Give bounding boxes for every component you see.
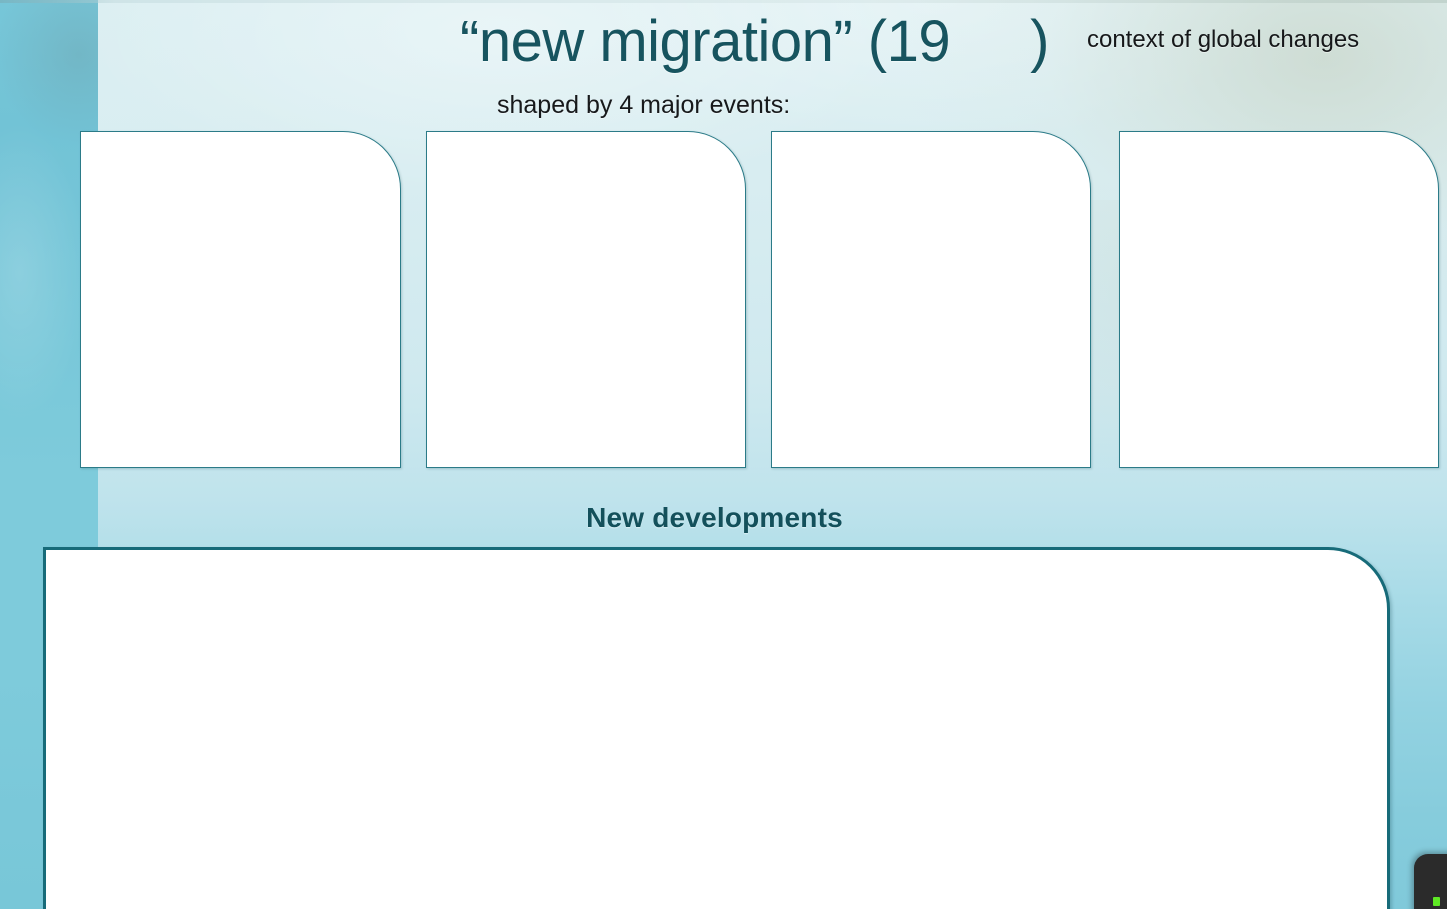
- event-box-1[interactable]: [80, 131, 401, 468]
- new-developments-body: [46, 550, 1387, 909]
- event-box-3[interactable]: [771, 131, 1091, 468]
- event-box-4-body: [1120, 132, 1438, 467]
- event-box-2-body: [427, 132, 745, 467]
- section-heading: New developments: [0, 502, 1447, 534]
- section-heading-label: New developments: [586, 502, 843, 533]
- recording-overlay-panel[interactable]: [1414, 854, 1447, 909]
- subheadline-text: shaped by 4 major events:: [497, 91, 791, 119]
- new-developments-box[interactable]: [43, 547, 1390, 909]
- event-box-2[interactable]: [426, 131, 746, 468]
- event-box-1-body: [81, 132, 400, 467]
- recording-indicator-icon: [1433, 897, 1440, 906]
- event-box-4[interactable]: [1119, 131, 1439, 468]
- event-box-3-body: [772, 132, 1090, 467]
